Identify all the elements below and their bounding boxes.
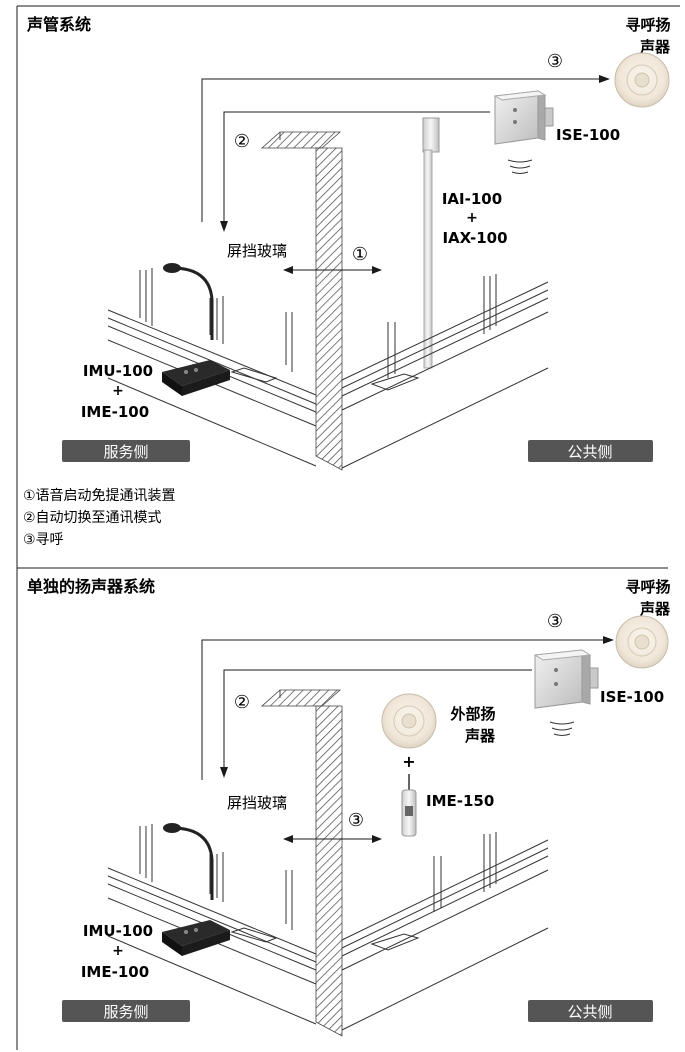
glass-arrow-left-2 bbox=[283, 835, 293, 843]
service-side-badge-2 bbox=[62, 1000, 190, 1022]
circle-1-label-1: ① bbox=[352, 244, 368, 265]
section-2-title: 单独的扬声器系统 bbox=[27, 577, 155, 596]
iai-label-1: IAI-100 bbox=[442, 190, 502, 208]
ise-label-2: ISE-100 bbox=[600, 688, 664, 706]
glass-label-1: 屏挡玻璃 bbox=[227, 242, 287, 260]
ext-speaker-label-a: 外部扬 bbox=[449, 705, 495, 723]
microphone-icon bbox=[162, 823, 230, 956]
circle-3a-label-2: ③ bbox=[547, 611, 563, 632]
speaker-icon bbox=[614, 52, 670, 108]
counter-left-2 bbox=[107, 824, 317, 1025]
legend-item-3: ③寻呼 bbox=[23, 532, 64, 548]
paging-route-line-1 bbox=[201, 78, 600, 222]
switch-arrowhead-1 bbox=[220, 221, 228, 232]
imu-label-2: IMU-100 bbox=[83, 922, 153, 940]
ise-label-1: ISE-100 bbox=[556, 126, 620, 144]
service-side-text-1: 服务侧 bbox=[103, 443, 148, 461]
circle-3b-label-2: ③ bbox=[348, 810, 364, 831]
ime-label-2: IME-100 bbox=[81, 963, 149, 981]
public-side-text-1: 公共侧 bbox=[567, 443, 612, 461]
wall-hatch-icon bbox=[260, 689, 343, 1037]
glass-arrow-right-1 bbox=[372, 266, 382, 274]
switch-route-line-2 bbox=[223, 669, 532, 768]
paging-speaker-label-1b: 声器 bbox=[639, 38, 671, 56]
legend-item-1: ①语音启动免提通讯装置 bbox=[23, 487, 176, 504]
imu-plus-2: + bbox=[112, 943, 124, 959]
circle-3-label-1: ③ bbox=[547, 51, 563, 72]
paging-arrowhead-2 bbox=[603, 636, 614, 644]
wave-icon bbox=[549, 721, 575, 736]
counter-right-1 bbox=[341, 274, 549, 469]
switch-route-line-1 bbox=[223, 111, 490, 222]
wave-icon bbox=[507, 159, 533, 174]
paging-arrowhead-1 bbox=[599, 75, 610, 83]
service-side-text-2: 服务侧 bbox=[103, 1003, 148, 1021]
section-1-title: 声管系统 bbox=[26, 15, 91, 34]
paging-speaker-label-2b: 声器 bbox=[639, 600, 671, 618]
speaker-icon bbox=[615, 615, 669, 669]
service-side-badge-1 bbox=[62, 440, 190, 462]
circle-2-label-1: ② bbox=[234, 131, 250, 152]
iai-plus-1: + bbox=[466, 210, 478, 226]
paging-route-line-2 bbox=[201, 639, 604, 780]
paging-speaker-label-2a: 寻呼扬 bbox=[625, 578, 670, 596]
speaker-icon bbox=[381, 693, 437, 749]
circle-2-label-2: ② bbox=[234, 692, 250, 713]
glass-arrow-right-2 bbox=[372, 835, 382, 843]
counter-left-1 bbox=[107, 268, 317, 467]
microphone-icon bbox=[162, 263, 230, 396]
ext-speaker-label-b: 声器 bbox=[464, 727, 496, 745]
ise-device-2 bbox=[533, 649, 599, 709]
ime150-label: IME-150 bbox=[426, 792, 494, 810]
ime150-device bbox=[401, 774, 417, 837]
glass-arrow-left-1 bbox=[283, 266, 293, 274]
iai-pole-1 bbox=[422, 117, 440, 369]
ise-device-1 bbox=[493, 90, 554, 145]
ime-label-1: IME-100 bbox=[81, 403, 149, 421]
public-side-badge-1 bbox=[528, 440, 653, 462]
ext-plus: + bbox=[402, 752, 415, 771]
paging-speaker-label-1a: 寻呼扬 bbox=[625, 16, 670, 34]
switch-arrowhead-2 bbox=[220, 767, 228, 778]
imu-label-1: IMU-100 bbox=[83, 362, 153, 380]
public-side-text-2: 公共侧 bbox=[567, 1003, 612, 1021]
imu-plus-1: + bbox=[112, 383, 124, 399]
iax-label-1: IAX-100 bbox=[442, 229, 507, 247]
section-2: 单独的扬声器系统 寻呼扬 声器 ③ ② ISE-100 bbox=[27, 577, 671, 1037]
counter-right-2 bbox=[341, 832, 549, 1031]
public-side-badge-2 bbox=[528, 1000, 653, 1022]
section-1: 声管系统 寻呼扬 声器 ③ ② ISE-100 bbox=[26, 15, 671, 471]
wall-hatch-icon bbox=[260, 131, 343, 471]
legend-item-2: ②自动切换至通讯模式 bbox=[23, 509, 162, 526]
glass-label-2: 屏挡玻璃 bbox=[227, 794, 287, 812]
legend: ①语音启动免提通讯装置 ②自动切换至通讯模式 ③寻呼 bbox=[23, 487, 176, 548]
